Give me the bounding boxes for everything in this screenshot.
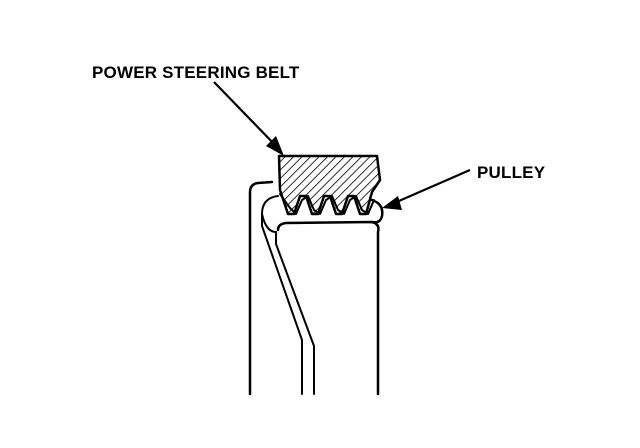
pulley-leader-line: [391, 168, 471, 206]
belt-leader-line: [213, 81, 279, 149]
pulley: [248, 180, 384, 396]
power-steering-belt: [277, 154, 382, 216]
belt-label: POWER STEERING BELT: [92, 63, 300, 82]
pulley-leader-arrow: [382, 168, 471, 210]
belt-cross-section: [277, 154, 382, 216]
belt-leader-arrow: [213, 81, 284, 156]
pulley-arrowhead: [382, 196, 402, 210]
belt-arrowhead: [266, 136, 284, 156]
pulley-inner-web-cap: [261, 213, 277, 233]
pulley-rim-right: [370, 198, 384, 224]
pulley-inner-web-outer: [261, 195, 303, 395]
pulley-label: PULLEY: [477, 163, 546, 182]
pulley-outer-left-wall: [248, 180, 274, 396]
pulley-outer-right-wall: [276, 220, 380, 396]
pulley-inner-web-inner: [275, 231, 315, 395]
